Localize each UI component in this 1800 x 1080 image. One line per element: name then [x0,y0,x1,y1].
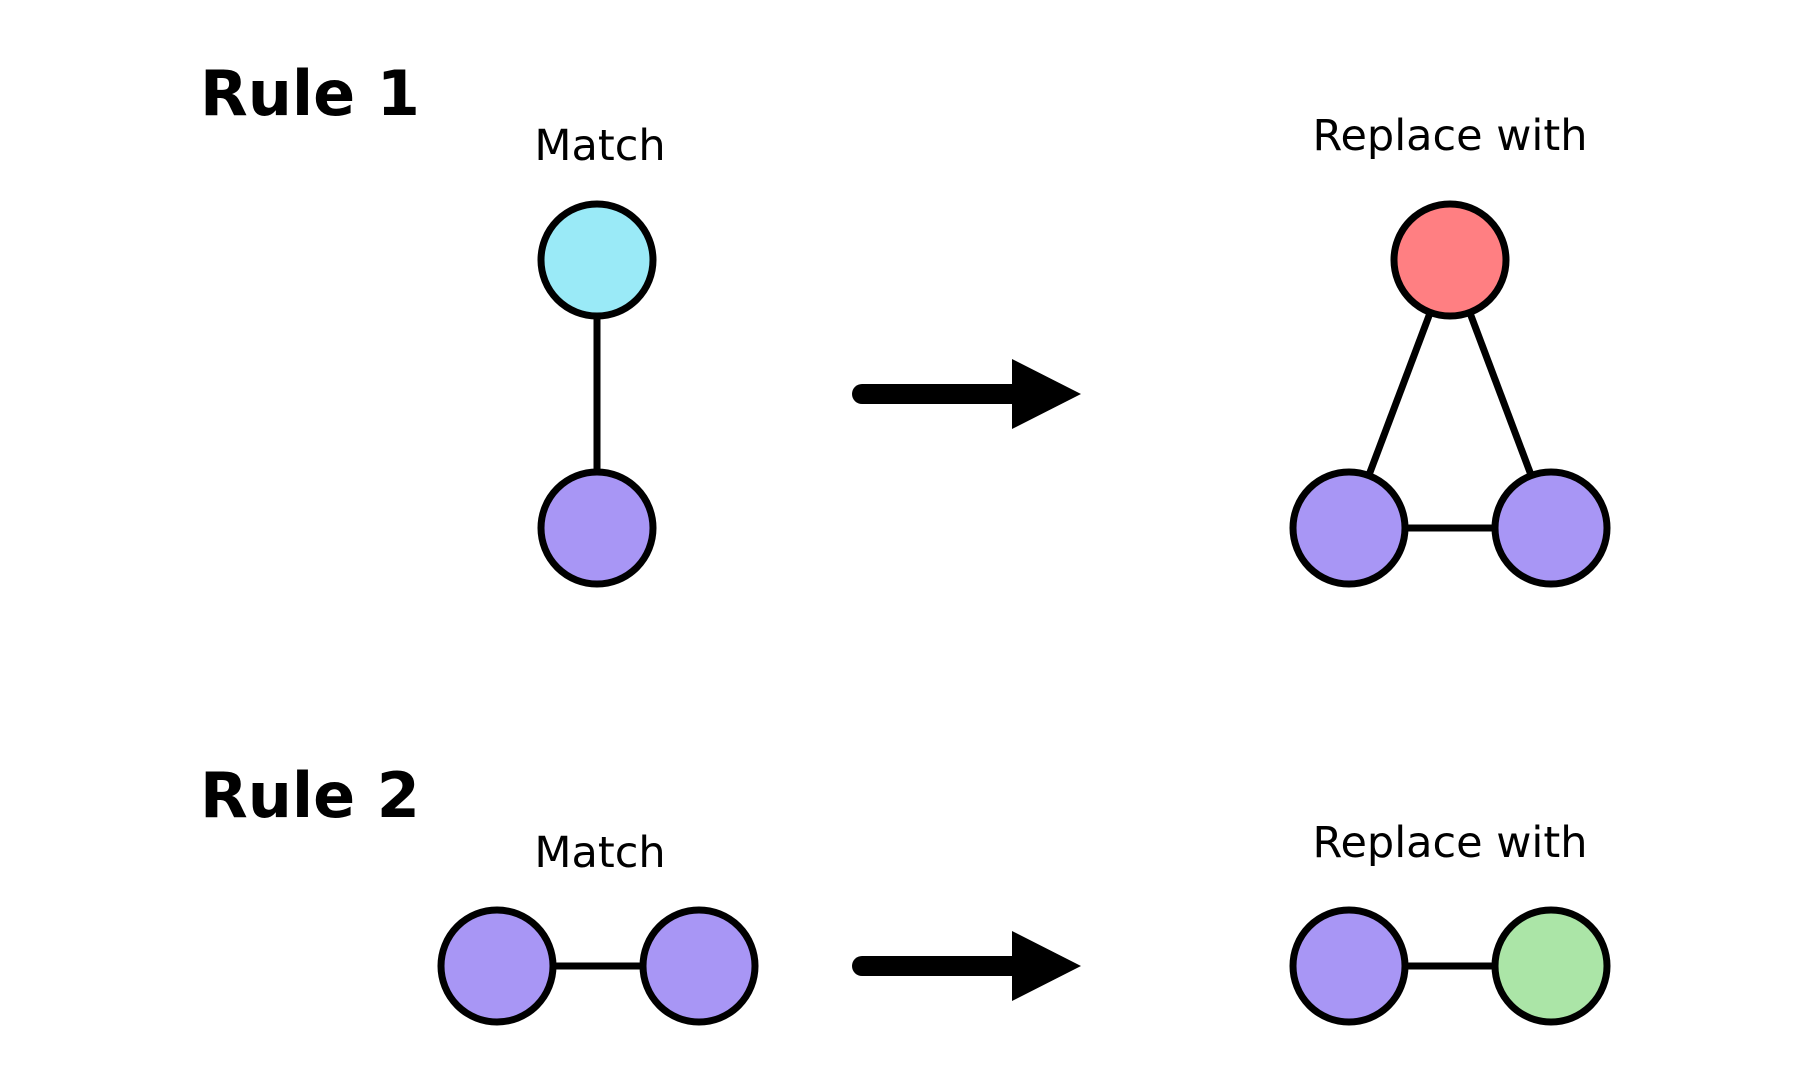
rule-2-match-node-1 [437,906,557,1026]
rule-1-match-node-1 [537,200,657,320]
rule-1-title: Rule 1 [200,57,420,130]
rule-1-replace-label: Replace with [1313,111,1588,161]
rule-1-arrow-head [1012,359,1081,429]
rule-1-replace-panel: Replace with [1289,111,1611,588]
rule-1-arrow [852,359,1081,429]
rule-2-match-node-2 [639,906,759,1026]
rule-1-match-node-2 [537,468,657,588]
rule-2-replace-node-2 [1491,906,1611,1026]
rule-1: Rule 1 Match Replace with [200,57,1611,588]
rule-1-replace-node-top [1390,200,1510,320]
rule-1-match-label: Match [534,121,665,171]
rule-2-arrow-head [1012,931,1081,1001]
rule-2-replace-node-1 [1289,906,1409,1026]
rule-2-arrow [852,931,1081,1001]
rule-2: Rule 2 Match Replace with [200,759,1611,1026]
rule-2-title: Rule 2 [200,759,420,832]
rule-2-replace-panel: Replace with [1289,818,1611,1026]
rule-2-replace-label: Replace with [1313,818,1588,868]
rule-2-match-label: Match [534,828,665,878]
rule-1-replace-node-left [1289,468,1409,588]
rule-2-match-panel: Match [437,828,759,1026]
rule-1-replace-node-right [1491,468,1611,588]
rule-1-match-panel: Match [534,121,666,588]
